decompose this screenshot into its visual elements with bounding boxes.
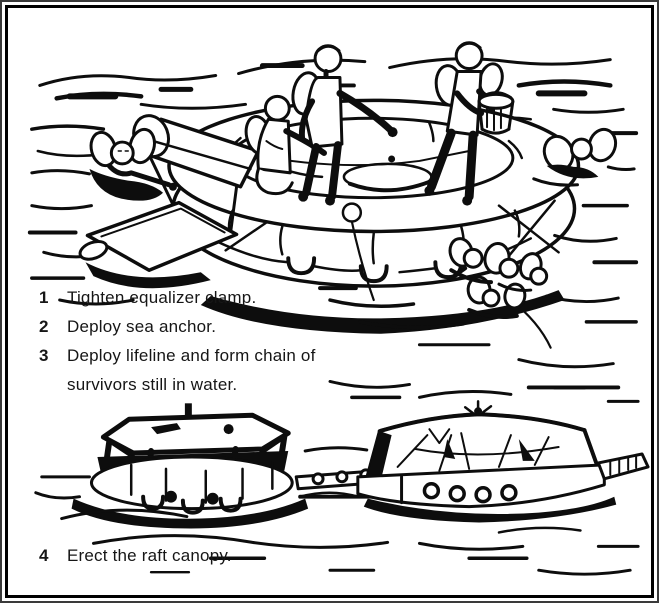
survivor-bailing-with-bucket — [424, 41, 515, 206]
raft-with-canopy-frame — [34, 403, 369, 529]
step-2-number: 2 — [39, 317, 49, 336]
step-2: 2 Deploy sea anchor. — [39, 312, 359, 341]
step-4: 4 Erect the raft canopy. — [39, 541, 232, 570]
step-1: 1 Tighten equalizer clamp. — [39, 283, 359, 312]
step-1-number: 1 — [39, 288, 49, 307]
step-2-text: Deploy sea anchor. — [67, 317, 217, 336]
step-4-text: Erect the raft canopy. — [67, 546, 232, 565]
survivor-holding-ramp — [89, 127, 177, 201]
instruction-step-4: 4 Erect the raft canopy. — [39, 541, 232, 570]
survivor-chain-in-water — [448, 237, 549, 320]
step-1-text: Tighten equalizer clamp. — [67, 288, 257, 307]
instruction-steps-1-3: 1 Tighten equalizer clamp. 2 Deploy sea … — [39, 283, 359, 399]
step-3-number: 3 — [39, 346, 49, 365]
step-3-text: Deploy lifeline and form chain of surviv… — [67, 346, 316, 394]
survivor-standing-center — [291, 44, 398, 206]
survivor-kneeling — [244, 94, 328, 196]
raft-with-erected-canopy — [356, 400, 650, 523]
foreground-water-top-scene — [318, 203, 640, 403]
step-3: 3 Deploy lifeline and form chain of surv… — [39, 341, 359, 399]
bailer-bucket — [477, 91, 515, 135]
step-4-number: 4 — [39, 546, 49, 565]
survivor-swimmer-right — [532, 127, 636, 187]
boarding-ramp — [78, 114, 261, 289]
water-bottom-scene — [60, 491, 640, 576]
